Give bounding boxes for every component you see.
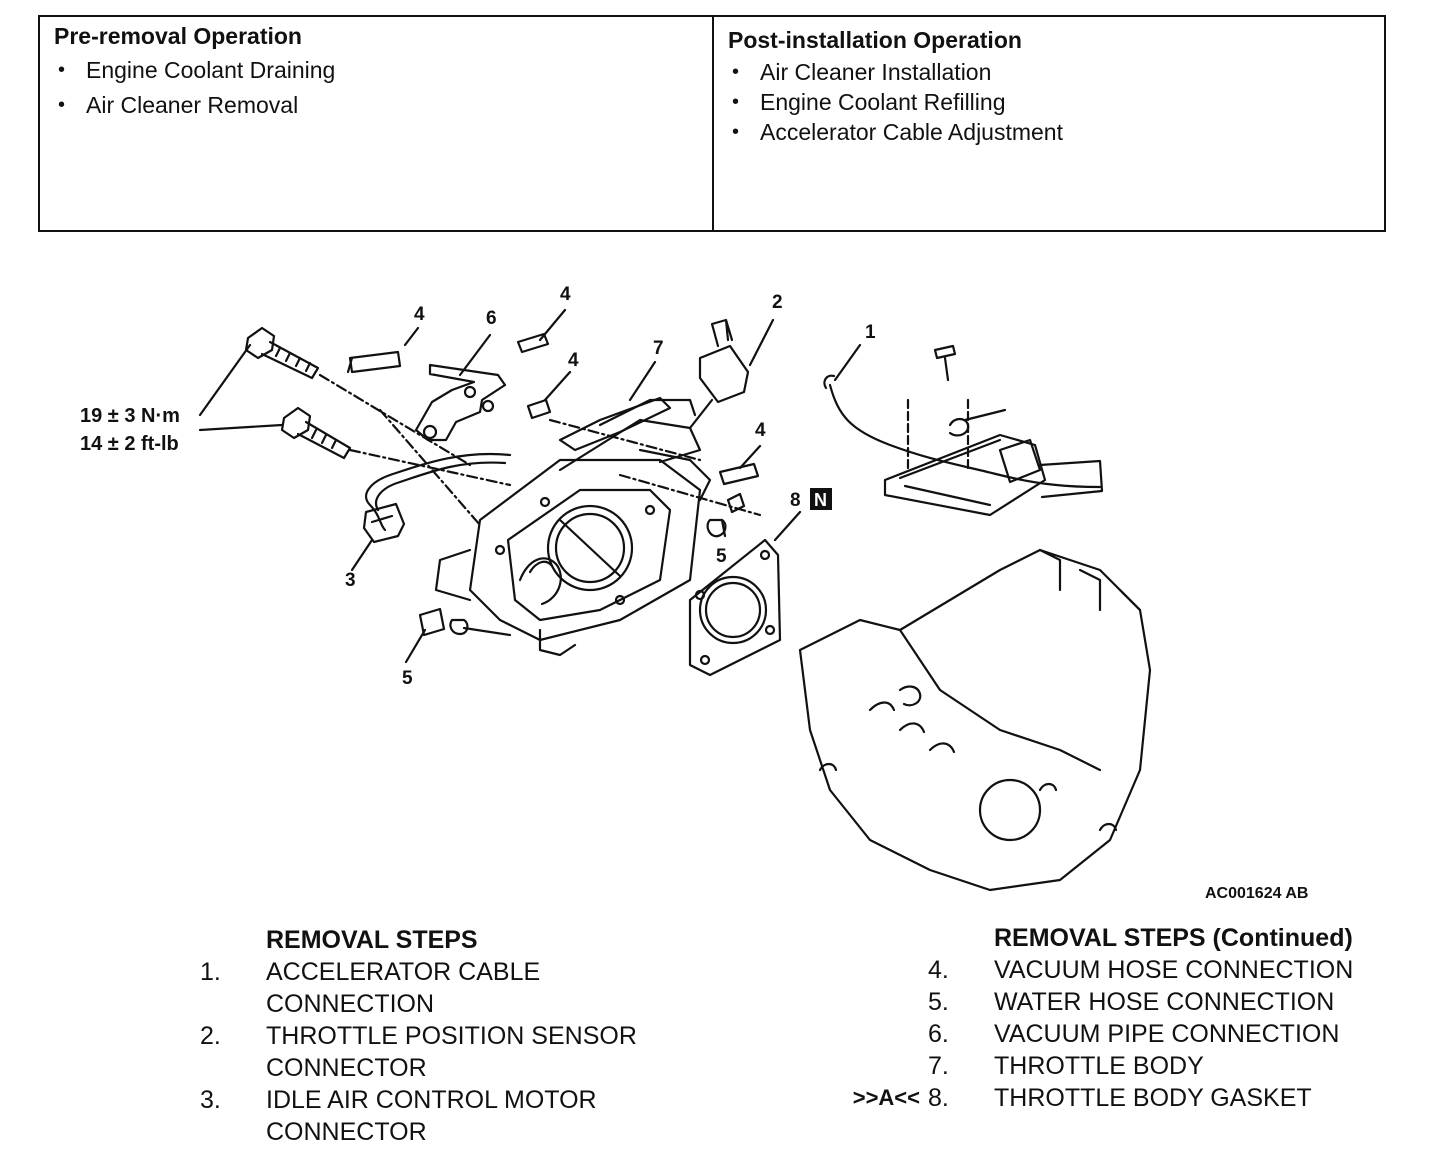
step-number: 5. [928,988,949,1016]
procedure-marker: >>A<< [852,1085,920,1110]
step-text: WATER HOSE CONNECTION [994,988,1335,1016]
removal-steps-continued-title: REMOVAL STEPS (Continued) [994,924,1353,952]
torque-spec-metric: 19 ± 3 N·m [80,405,180,427]
step-row: 2. THROTTLE POSITION SENSOR CONNECTOR [200,1020,720,1084]
bolt-lower [280,406,352,460]
pre-removal-list: Engine Coolant Draining Air Cleaner Remo… [54,53,698,123]
step-text: VACUUM PIPE CONNECTION [994,1020,1340,1048]
step-text: VACUUM HOSE CONNECTION [994,956,1354,984]
step-row: 1. ACCELERATOR CABLE CONNECTION [200,956,720,1020]
step-number: 2. [200,1022,221,1050]
intake-manifold-part [798,548,1152,892]
new-part-badge: N [814,490,827,510]
diagram-drawing: 19 ± 3 N·m 14 ± 2 ft-lb 1 2 3 4 4 4 4 5 … [80,284,1308,902]
list-item: Engine Coolant Refilling [728,87,1370,117]
post-installation-column: Post-installation Operation Air Cleaner … [714,17,1384,230]
throttle-body-part [434,398,712,657]
callout-4: 4 [755,420,766,441]
step-number: 8. [928,1084,949,1112]
procedure-marker [820,1018,928,1050]
step-row: 7. THROTTLE BODY [820,1050,1420,1082]
operations-table: Pre-removal Operation Engine Coolant Dra… [38,15,1386,232]
callout-1: 1 [865,322,876,343]
removal-steps-title: REMOVAL STEPS [266,926,478,954]
figure-code: AC001624 AB [1205,885,1308,902]
list-item: Air Cleaner Installation [728,57,1370,87]
step-text: ACCELERATOR CABLE CONNECTION [266,956,720,1020]
callout-2: 2 [772,292,783,313]
step-line: CONNECTOR [266,1054,427,1082]
step-text: THROTTLE BODY GASKET [994,1084,1312,1112]
procedure-marker [820,1050,928,1082]
step-line: IDLE AIR CONTROL MOTOR [266,1086,597,1114]
bolt-upper [244,326,320,380]
iac-connector-part [362,502,406,544]
step-number: 6. [928,1020,949,1048]
throttle-body-diagram: 19 ± 3 N·m 14 ± 2 ft-lb 1 2 3 4 4 4 4 5 … [0,250,1440,910]
gasket-part [688,538,782,677]
step-number: 4. [928,956,949,984]
step-number: 7. [928,1052,949,1080]
callout-5: 5 [716,546,727,567]
vacuum-pipe-part [414,363,507,442]
list-item: Accelerator Cable Adjustment [728,117,1370,147]
step-line: CONNECTION [266,990,435,1018]
removal-steps-continued: REMOVAL STEPS (Continued) 4. VACUUM HOSE… [820,922,1420,1114]
step-text: THROTTLE BODY [994,1052,1204,1080]
accelerator-cable-part [823,344,1104,517]
step-row: >>A<< 8. THROTTLE BODY GASKET [820,1082,1420,1114]
step-line: CONNECTOR [266,1118,427,1146]
step-number: 3. [200,1086,221,1114]
pre-removal-title: Pre-removal Operation [54,23,302,49]
vacuum-hose-part [346,350,402,374]
step-row: 3. IDLE AIR CONTROL MOTOR CONNECTOR [200,1084,720,1148]
removal-steps: REMOVAL STEPS 1. ACCELERATOR CABLE CONNE… [200,924,720,1148]
callout-4: 4 [560,284,571,305]
list-item: Air Cleaner Removal [54,88,698,123]
tps-connector-part [688,318,750,430]
step-number: 1. [200,958,221,986]
step-line: THROTTLE POSITION SENSOR [266,1022,637,1050]
post-installation-title: Post-installation Operation [728,27,1022,53]
list-item: Engine Coolant Draining [54,53,698,88]
new-part-badge-box [810,488,832,510]
procedure-marker [820,954,928,986]
callout-5: 5 [402,668,413,689]
callout-4: 4 [568,350,579,371]
step-row: 5. WATER HOSE CONNECTION [820,986,1420,1018]
pre-removal-column: Pre-removal Operation Engine Coolant Dra… [40,17,714,230]
step-row: 4. VACUUM HOSE CONNECTION [820,954,1420,986]
procedure-marker [820,986,928,1018]
callout-3: 3 [345,570,356,591]
callout-7: 7 [653,338,664,359]
step-text: THROTTLE POSITION SENSOR CONNECTOR [266,1020,720,1084]
callout-8: 8 [790,490,801,511]
callout-6: 6 [486,308,497,329]
callout-4: 4 [414,304,425,325]
post-installation-list: Air Cleaner Installation Engine Coolant … [728,57,1370,147]
step-row: 6. VACUUM PIPE CONNECTION [820,1018,1420,1050]
step-text: IDLE AIR CONTROL MOTOR CONNECTOR [266,1084,720,1148]
step-line: ACCELERATOR CABLE [266,958,541,986]
torque-spec-imperial: 14 ± 2 ft-lb [80,433,179,455]
